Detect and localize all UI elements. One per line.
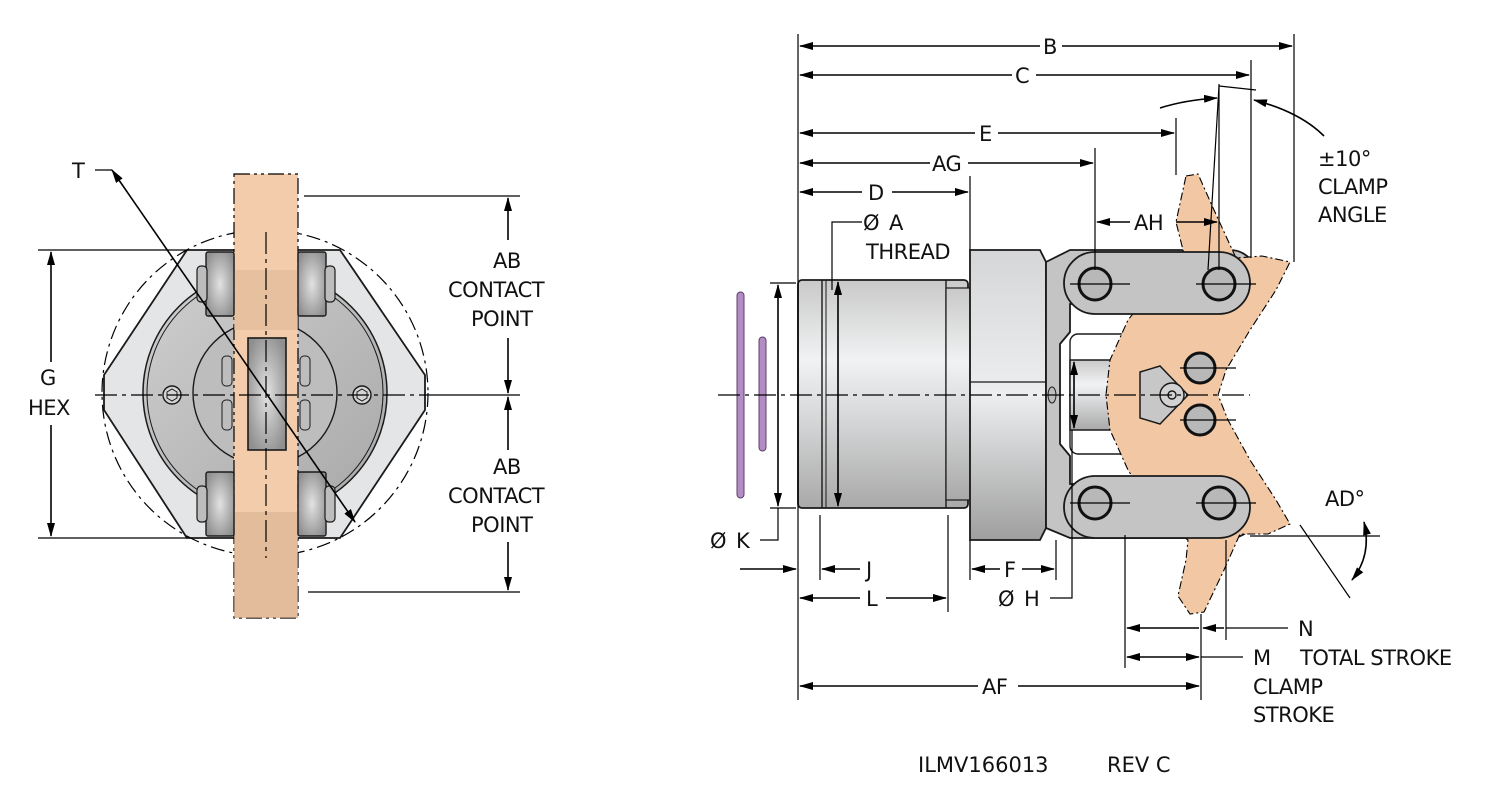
- label-f: F: [1004, 558, 1016, 582]
- label-a-thread: THREAD: [865, 240, 950, 264]
- part-number: ILMV166013: [918, 753, 1049, 777]
- label-m: M: [1253, 646, 1271, 670]
- label-ab-bottom-contact: CONTACT: [448, 484, 545, 508]
- end-view: T G HEX AB CONTACT POINT AB CONTACT POIN…: [28, 159, 545, 619]
- label-n-total-stroke: TOTAL STROKE: [1299, 646, 1452, 670]
- label-ab-bottom: AB: [493, 455, 521, 479]
- label-ah: AH: [1134, 211, 1163, 235]
- revision: REV C: [1107, 753, 1171, 777]
- label-a-diameter-symbol: Ø: [863, 211, 879, 235]
- label-k-diameter-symbol: Ø: [710, 529, 726, 553]
- label-ab-top-contact: CONTACT: [448, 278, 545, 302]
- link-top: [1063, 251, 1251, 315]
- label-n: N: [1298, 617, 1313, 641]
- label-ag: AG: [932, 152, 961, 176]
- label-j: J: [864, 558, 872, 582]
- label-m-clamp: CLAMP: [1253, 675, 1323, 699]
- label-ab-bottom-point: POINT: [471, 513, 533, 537]
- label-e: E: [979, 122, 992, 146]
- link-bottom: [1063, 475, 1251, 539]
- label-h-diameter-symbol: Ø: [998, 587, 1014, 611]
- label-af: AF: [982, 675, 1007, 699]
- label-m-stroke: STROKE: [1253, 703, 1334, 727]
- label-clamp-angle-clamp: CLAMP: [1318, 175, 1388, 199]
- label-c: C: [1015, 64, 1029, 88]
- label-d: D: [868, 181, 884, 205]
- label-t: T: [71, 159, 85, 183]
- label-k: K: [736, 529, 751, 553]
- side-view: B C E AG D Ø A THREAD AH ±10° CLAMP ANGL…: [710, 34, 1452, 727]
- label-h: H: [1024, 587, 1039, 611]
- label-b: B: [1043, 35, 1057, 59]
- label-ad: AD°: [1325, 487, 1365, 511]
- label-ab-top: AB: [493, 249, 521, 273]
- label-l: L: [866, 587, 878, 611]
- clamp-arm-workpiece: [1105, 173, 1291, 615]
- label-clamp-angle-angle: ANGLE: [1318, 203, 1387, 227]
- seal-inner: [758, 336, 767, 452]
- label-ab-top-point: POINT: [471, 307, 533, 331]
- label-a: A: [889, 211, 904, 235]
- label-clamp-angle-value: ±10°: [1318, 147, 1371, 171]
- label-g-hex: HEX: [28, 396, 70, 420]
- label-g: G: [40, 366, 56, 390]
- thread-cylinder: [797, 279, 969, 509]
